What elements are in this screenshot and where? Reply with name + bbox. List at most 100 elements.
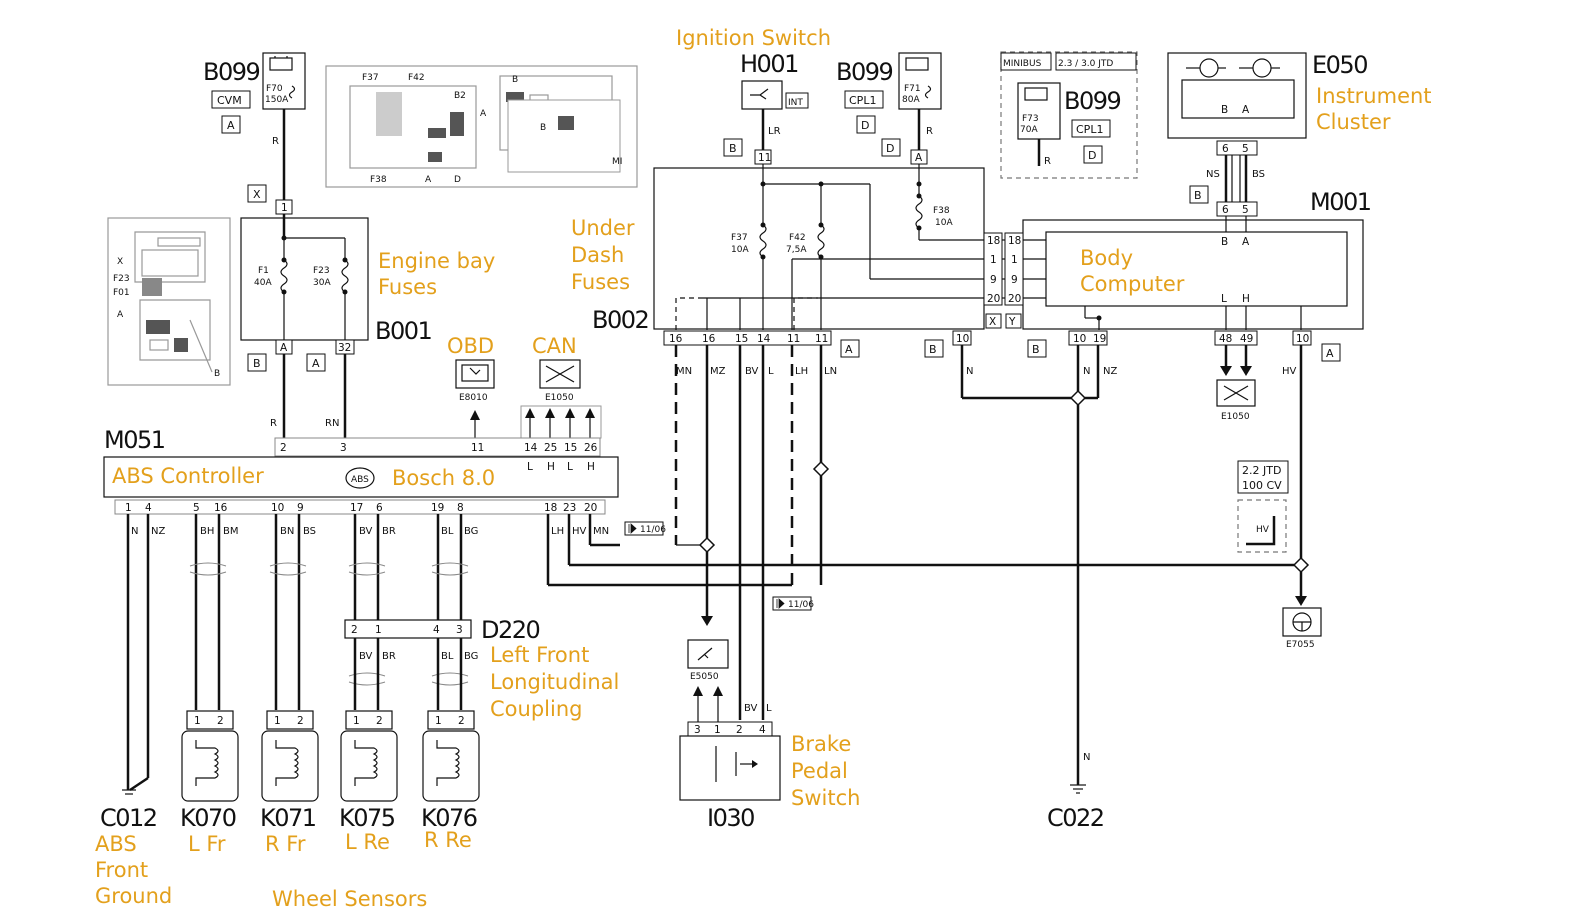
wire-bn: BN (280, 526, 294, 537)
i030-pin-1: 1 (714, 724, 721, 736)
inset-mi: MI (612, 157, 622, 167)
h001-label: H001 (740, 50, 798, 78)
annotation-fuses-engine: Fuses (378, 275, 437, 299)
annotation-abs: ABS (95, 832, 137, 856)
annotation-r-fr: R Fr (265, 832, 306, 856)
b001-pin-32: 32 (338, 342, 351, 354)
wire-bl-3: BL (441, 651, 454, 662)
inset-label-f23: F23 (113, 274, 130, 284)
m001-pin-48: 48 (1219, 333, 1232, 345)
annotation-front: Front (95, 858, 148, 882)
m051-h1: H (547, 461, 555, 473)
int-tag: INT (788, 98, 803, 108)
engine-bay-inset: X F23 F01 A B (107, 217, 231, 386)
minibus-tag: MINIBUS (1003, 59, 1042, 69)
ref-1106-a: 11/06 (640, 525, 666, 535)
annotation-abs-controller: ABS Controller (112, 464, 264, 488)
hv-tag: HV (1256, 525, 1270, 535)
inset-label-b: B (214, 369, 220, 379)
wire-n-abs: N (131, 526, 138, 537)
inset-label-f01: F01 (113, 288, 130, 298)
wire-r-1: R (272, 136, 279, 147)
annotation-engine-bay: Engine bay (378, 249, 495, 273)
brake-sensor-icon (687, 639, 729, 669)
wire-bv-2: BV (359, 526, 373, 537)
steering-wheel-icon (1282, 607, 1322, 637)
annotation-obd: OBD (447, 334, 494, 358)
d220-label: D220 (481, 616, 540, 644)
sensor-pin: 1 (353, 715, 360, 727)
wire-l-1: L (768, 366, 774, 377)
b002-pin-15: 15 (735, 333, 748, 345)
m051-abs-controller: L H L H ABS (103, 456, 619, 498)
inset-f38: F38 (370, 175, 387, 185)
m001-pin-10a: 10 (1073, 333, 1086, 345)
d220-pin-2: 2 (351, 624, 358, 636)
fuse-f23-rating: 30A (313, 278, 331, 288)
e050-instrument-cluster: B A (1167, 52, 1307, 139)
m051-pin-5: 5 (193, 502, 200, 514)
wire-ln: LN (824, 366, 837, 377)
wire-bv-1: BV (745, 366, 759, 377)
e050-pin-5: 5 (1242, 143, 1249, 155)
annotation-cluster: Cluster (1316, 110, 1391, 134)
annotation-ground: Ground (95, 884, 172, 908)
b099-minibus-box: MINIBUS 2.3 / 3.0 JTD F73 70A R CPL1 D (1000, 51, 1138, 179)
m001-body-computer: B A L H (1022, 216, 1364, 330)
m051-h2: H (587, 461, 595, 473)
wire-bm: BM (223, 526, 239, 537)
m051-pin-26: 26 (584, 442, 598, 454)
annotation-wheel-sensors: Wheel Sensors (272, 887, 427, 911)
m001-b: B (1221, 236, 1228, 248)
d220-coupling: 2 1 4 3 (344, 619, 472, 639)
e050-b: B (1221, 104, 1228, 116)
wire-hv-2: HV (572, 526, 587, 537)
e5050-label: E5050 (690, 672, 719, 682)
m051-pin-25: 25 (544, 442, 557, 454)
k070-label: K070 (180, 804, 236, 832)
wire-mz: MZ (710, 366, 726, 377)
fuse-f73-label: F73 (1022, 114, 1039, 124)
e1050-top-label: E1050 (545, 393, 574, 403)
cvm-tag: CVM (217, 94, 242, 107)
b099-left-battery: F70 150A (262, 52, 306, 110)
m051-pin-4: 4 (145, 502, 152, 514)
b002-pin-10: 10 (956, 333, 969, 345)
connector-b-e050: B (1194, 189, 1202, 202)
b001-label: B001 (375, 317, 432, 345)
b002-fuse-box: F37 10A F42 7,5A F38 10A (653, 164, 985, 330)
fuse-f73-rating: 70A (1020, 125, 1038, 135)
abs-logo-icon: ABS (351, 475, 369, 485)
wire-lh-2: LH (551, 526, 564, 537)
e1050-right-label: E1050 (1221, 412, 1250, 422)
wire-lr: LR (768, 126, 781, 137)
sensor-pin: 2 (376, 715, 383, 727)
m051-pin-16: 16 (214, 502, 228, 514)
i030-pin-3: 3 (694, 724, 701, 736)
m051-pin-20: 20 (584, 502, 597, 514)
fusebox-inset: F37 F42 B2 A F38 A D B B MI (325, 65, 638, 188)
d220-pin-1: 1 (375, 624, 382, 636)
connector-b-b001: B (253, 357, 261, 370)
k076-label: K076 (421, 804, 477, 832)
annotation-l-re: L Re (345, 830, 390, 854)
k071-label: K071 (260, 804, 316, 832)
wire-hv: HV (1282, 366, 1297, 377)
annotation-coupling: Coupling (490, 697, 582, 721)
e8010-label: E8010 (459, 393, 488, 403)
i030-pin-2: 2 (736, 724, 743, 736)
m001-pin-9: 9 (1011, 274, 1018, 286)
b002-pin-a-top: A (915, 152, 923, 164)
m051-l2: L (567, 461, 573, 473)
annotation-l-fr: L Fr (188, 832, 226, 856)
m051-pin-14: 14 (524, 442, 538, 454)
annotation-switch: Switch (791, 786, 860, 810)
b002-pin-16b: 16 (702, 333, 716, 345)
m001-pin-20: 20 (1008, 293, 1021, 305)
m001-a: A (1242, 236, 1250, 248)
m051-pin-2: 2 (280, 442, 287, 454)
e7055-label: E7055 (1286, 640, 1315, 650)
m051-top-pins: 2 3 11 14 25 15 26 (280, 442, 598, 454)
wire-bg-3: BG (464, 651, 478, 662)
